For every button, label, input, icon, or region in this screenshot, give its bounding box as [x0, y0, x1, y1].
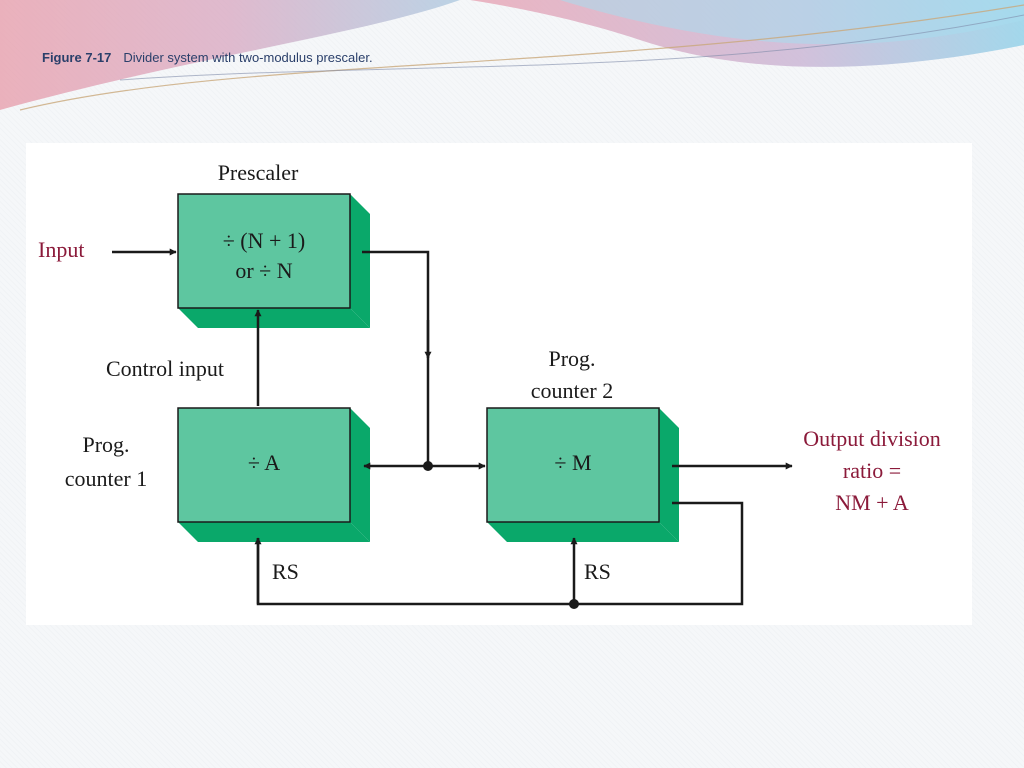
counter2-label-line2: counter 2 [531, 378, 613, 403]
clock-junction-dot [423, 461, 433, 471]
top-left-wave [0, 0, 460, 110]
counter2-block [486, 407, 679, 542]
swoosh-line-2 [119, 14, 1024, 81]
figure-caption: Figure 7-17 Divider system with two-modul… [42, 50, 373, 65]
output-label-line1: Output division [803, 426, 941, 451]
input-label: Input [38, 237, 84, 262]
rs2-label: RS [584, 559, 611, 584]
prescaler-output-wire [362, 250, 430, 358]
prescaler-label: Prescaler [218, 160, 299, 185]
prescaler-ratio-line1: ÷ (N + 1) [223, 228, 306, 253]
output-label-line2: ratio = [843, 458, 901, 483]
counter2-ratio: ÷ M [554, 450, 591, 475]
counter1-ratio: ÷ A [248, 450, 280, 475]
output-label-line3: NM + A [835, 490, 909, 515]
control-input-label: Control input [106, 356, 224, 381]
counter1-label-line1: Prog. [82, 432, 129, 457]
figure-title: Divider system with two-modulus prescale… [123, 50, 373, 65]
prescaler-block [177, 193, 370, 328]
rs1-label: RS [272, 559, 299, 584]
prescaler-ratio-line2: or ÷ N [235, 258, 292, 283]
figure-number: Figure 7-17 [42, 50, 112, 65]
reset-junction-dot [569, 599, 579, 609]
swoosh-line-1 [19, 4, 1024, 111]
counter1-label-line2: counter 1 [65, 466, 147, 491]
top-right-wave-light [560, 0, 1024, 45]
counter1-block [177, 407, 370, 542]
counter2-label-line1: Prog. [548, 346, 595, 371]
